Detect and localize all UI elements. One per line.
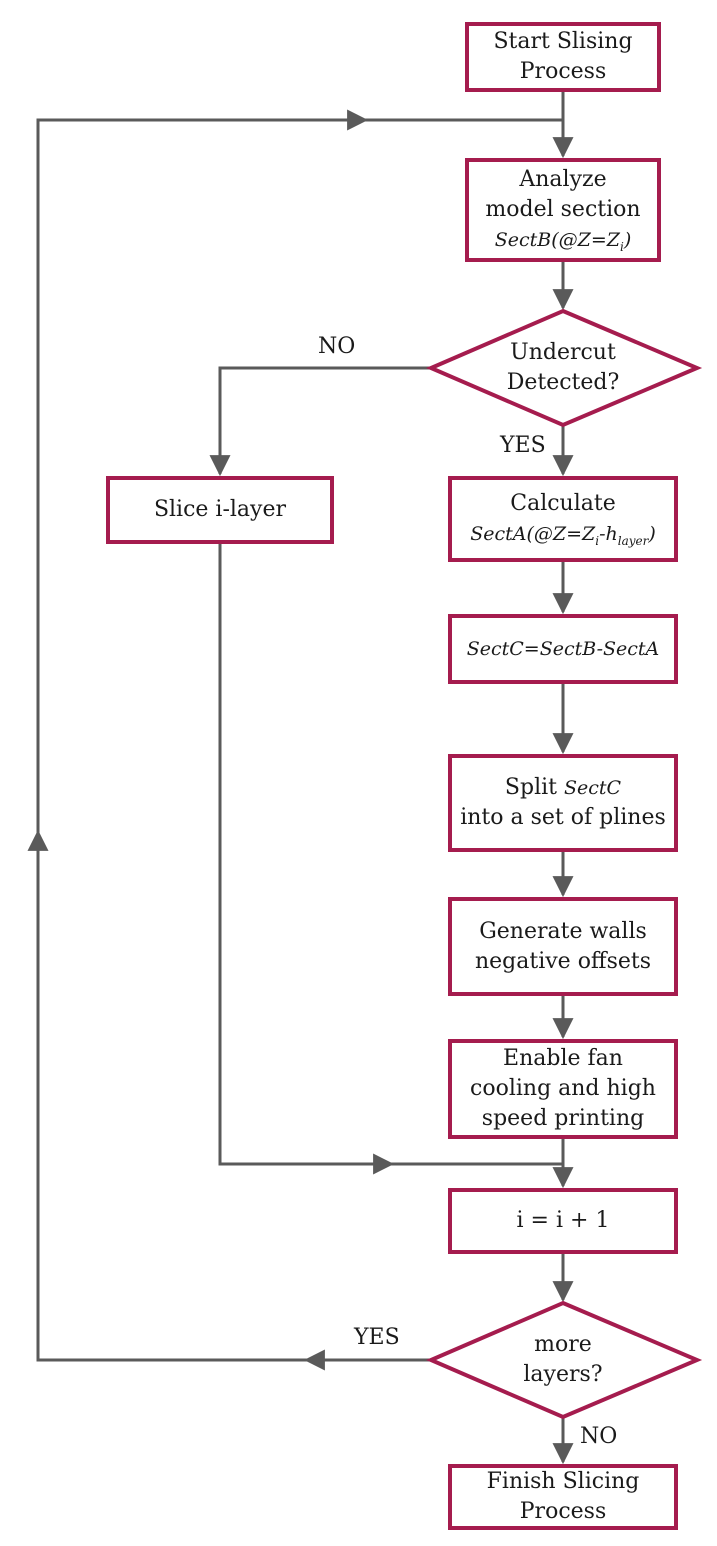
enable-line2: cooling and high — [470, 1076, 656, 1101]
analyze-node: Analyze model section SectB(@Z=Zi) — [465, 158, 661, 262]
edge-more-loop — [36, 118, 563, 1362]
split-line1-plain: Split — [504, 775, 564, 800]
finish-line1: Finish Slicing — [486, 1469, 640, 1494]
analyze-line1: Analyze — [519, 167, 607, 192]
generate-line2: negative offsets — [474, 948, 652, 974]
analyze-formula-main: SectB(@Z=Z — [494, 229, 620, 251]
undercut-decision-shape — [425, 308, 703, 428]
sectc-formula: SectC=SectB-SectA — [466, 638, 660, 660]
split-node: Split SectC into a set of plines — [448, 754, 678, 852]
analyze-formula-sub: i — [619, 239, 624, 254]
calculate-line1: Calculate — [510, 491, 616, 516]
undercut-line1: Undercut — [510, 340, 616, 365]
analyze-formula-end: ) — [623, 229, 632, 251]
slice-label: Slice i-layer — [153, 497, 287, 522]
calculate-formula-end: ) — [648, 523, 656, 545]
edge-undercut-slice — [209, 366, 431, 477]
undercut-line2: Detected? — [506, 370, 620, 395]
calculate-node: Calculate SectA(@Z=Zi-hlayer) — [448, 476, 678, 562]
more-no-label: NO — [580, 1424, 618, 1449]
edge-slice-merge — [218, 544, 563, 1166]
generate-line1: Generate walls — [479, 918, 647, 944]
increment-node: i = i + 1 — [448, 1188, 678, 1254]
calculate-formula-sub2: layer — [617, 533, 649, 548]
more-line1: more — [534, 1332, 592, 1357]
more-layers-decision: more layers? — [470, 1330, 656, 1390]
undercut-yes-label: YES — [500, 433, 546, 458]
undercut-decision: Undercut Detected? — [470, 338, 656, 398]
start-line1: Start Slising — [493, 29, 633, 54]
split-line1-em: SectC — [563, 777, 622, 799]
more-layers-decision-shape — [425, 1300, 703, 1420]
calculate-formula-mid: -h — [599, 523, 618, 545]
generate-node: Generate walls negative offsets — [448, 897, 678, 996]
undercut-no-label: NO — [318, 334, 356, 359]
finish-node: Finish Slicing Process — [448, 1464, 678, 1530]
more-yes-label: YES — [354, 1325, 400, 1350]
split-line2: into a set of plines — [460, 805, 666, 830]
split-line1: Split SectC — [505, 773, 621, 803]
enable-line1: Enable fan — [503, 1046, 623, 1071]
more-line2: layers? — [523, 1362, 603, 1387]
start-line2: Process — [519, 59, 607, 84]
analyze-line2: model section — [485, 197, 641, 222]
calculate-formula: SectA(@Z=Zi-hlayer) — [470, 519, 656, 549]
finish-line2: Process — [519, 1499, 607, 1524]
enable-node: Enable fan cooling and high speed printi… — [448, 1039, 678, 1139]
calculate-formula-main: SectA(@Z=Z — [470, 523, 596, 545]
calculate-formula-sub1: i — [595, 533, 600, 548]
enable-line3: speed printing — [481, 1106, 645, 1131]
analyze-formula: SectB(@Z=Zi) — [495, 225, 632, 255]
increment-label: i = i + 1 — [516, 1208, 610, 1233]
start-node: Start Slising Process — [465, 22, 661, 92]
sectc-node: SectC=SectB-SectA — [448, 614, 678, 684]
slice-node: Slice i-layer — [106, 476, 334, 544]
